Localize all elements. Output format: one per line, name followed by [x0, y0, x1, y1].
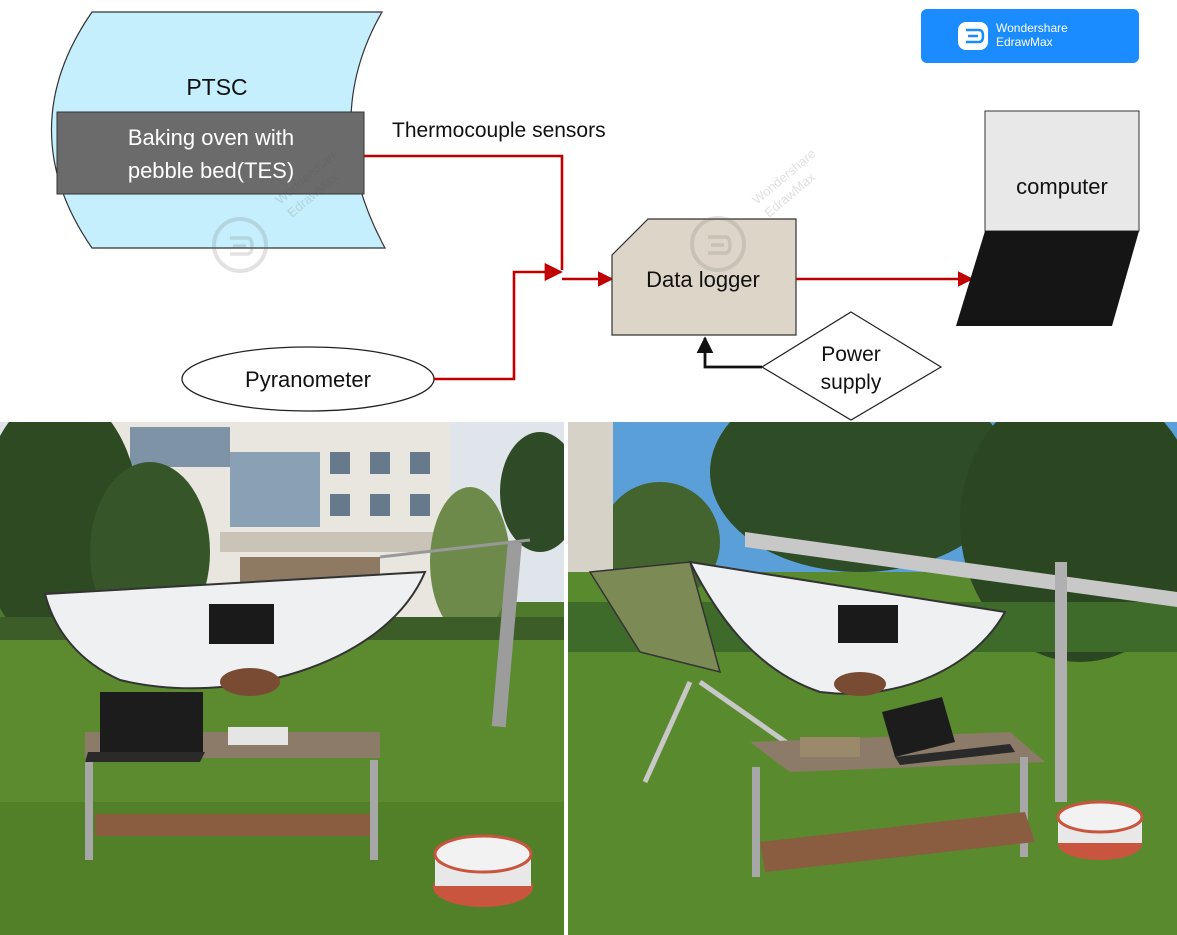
experimental-setup-photos: [0, 422, 1177, 935]
power-label-line1: Power: [821, 343, 881, 366]
datalogger-label: Data logger: [646, 267, 760, 292]
power-label-line2: supply: [821, 371, 882, 394]
cable-reel-icon: [1056, 800, 1144, 860]
wondershare-badge: Wondershare EdrawMax: [921, 9, 1139, 63]
oven-label-line1: Baking oven with: [128, 125, 294, 150]
pyranometer-label: Pyranometer: [245, 367, 371, 392]
system-diagram: PTSC Baking oven with pebble bed(TES) Th…: [51, 9, 1140, 421]
cable-reel-icon: [433, 834, 533, 907]
badge-line1: Wondershare: [996, 21, 1068, 35]
trees-icon: [568, 422, 1177, 662]
power-connector: [696, 336, 762, 369]
parabolic-collector-icon: [588, 560, 1007, 696]
watermark-logo-icon: [212, 217, 268, 273]
datalogger-device-icon: [228, 727, 288, 745]
left-setup-photo: [0, 422, 580, 935]
ptsc-label: PTSC: [186, 74, 247, 100]
computer-label: computer: [1016, 174, 1108, 199]
datalogger-box: [611, 218, 797, 336]
right-setup-photo: [568, 422, 1177, 935]
oven-label-line2: pebble bed(TES): [128, 158, 294, 183]
laptop-icon: [85, 692, 205, 762]
laptop-icon: [882, 697, 1015, 765]
power-supply-diamond: [760, 311, 943, 421]
pyranometer-connector: [434, 262, 563, 381]
thermocouple-connector: [364, 154, 564, 270]
computer-screen: [984, 110, 1140, 232]
badge-line2: EdrawMax: [996, 35, 1053, 49]
computer-keyboard-base: [956, 231, 1139, 326]
thermocouple-label: Thermocouple sensors: [392, 119, 606, 142]
oven-box-icon: [209, 604, 274, 644]
parabolic-collector-icon: [43, 570, 427, 696]
fence-pole-icon: [1055, 562, 1067, 802]
oven-box: [56, 111, 365, 195]
oven-box-icon: [838, 605, 898, 643]
watermark-logo-icon: [690, 216, 746, 272]
